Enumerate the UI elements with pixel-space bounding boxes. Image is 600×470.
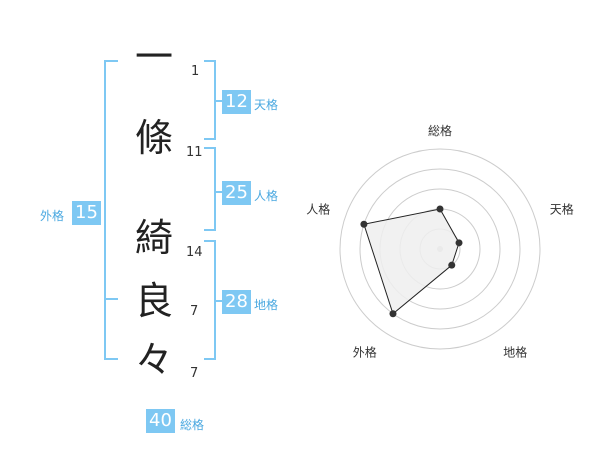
radar-axis-label-2: 天格 [550, 201, 574, 216]
stroke-count-3: 14 [186, 245, 203, 260]
name-char-3: 綺 [134, 216, 173, 260]
name-char-4: 良 [134, 279, 173, 323]
radar-axis-label-5: 人格 [306, 201, 330, 216]
jinkaku-label: 人格 [254, 189, 279, 203]
stroke-count-1: 1 [191, 64, 200, 79]
radar-value-polygon [363, 208, 460, 315]
gaikaku-bracket [104, 60, 118, 360]
radar-grid-ring-4 [359, 168, 521, 330]
radar-point-5 [360, 220, 368, 228]
radar-axis-label-3: 地格 [503, 345, 527, 360]
radar-point-1 [436, 205, 444, 213]
radar-axis-label-1: 総格 [428, 123, 452, 138]
chikaku-bracket [204, 240, 216, 360]
radar-point-3 [448, 261, 456, 269]
tenkaku-bracket [204, 60, 216, 140]
chikaku-label: 地格 [254, 298, 279, 312]
jinkaku-value: 25 [222, 181, 251, 205]
name-char-5: 々 [134, 338, 173, 382]
radar-points [360, 205, 463, 318]
stroke-count-5: 7 [190, 366, 199, 381]
name-char-2: 條 [134, 116, 173, 160]
stroke-count-2: 11 [186, 145, 203, 160]
radar-axis-label-4: 外格 [353, 345, 377, 360]
chikaku-connector [216, 300, 222, 302]
radar-point-4 [389, 310, 397, 318]
radar-point-2 [455, 239, 463, 247]
soukaku-value: 40 [146, 409, 175, 433]
name-char-1: 一 [134, 35, 173, 79]
jinkaku-connector [216, 191, 222, 193]
chikaku-value: 28 [222, 290, 251, 314]
soukaku-label: 総格 [180, 418, 205, 432]
tenkaku-connector [216, 100, 222, 102]
jinkaku-bracket [204, 147, 216, 231]
radar-grid-ring-5 [339, 148, 541, 350]
tenkaku-value: 12 [222, 90, 251, 114]
gaikaku-label: 外格 [40, 209, 65, 223]
gaikaku-value: 15 [72, 201, 101, 225]
tenkaku-label: 天格 [254, 98, 279, 112]
stroke-count-4: 7 [190, 304, 199, 319]
gaikaku-inner-tick [104, 298, 118, 300]
